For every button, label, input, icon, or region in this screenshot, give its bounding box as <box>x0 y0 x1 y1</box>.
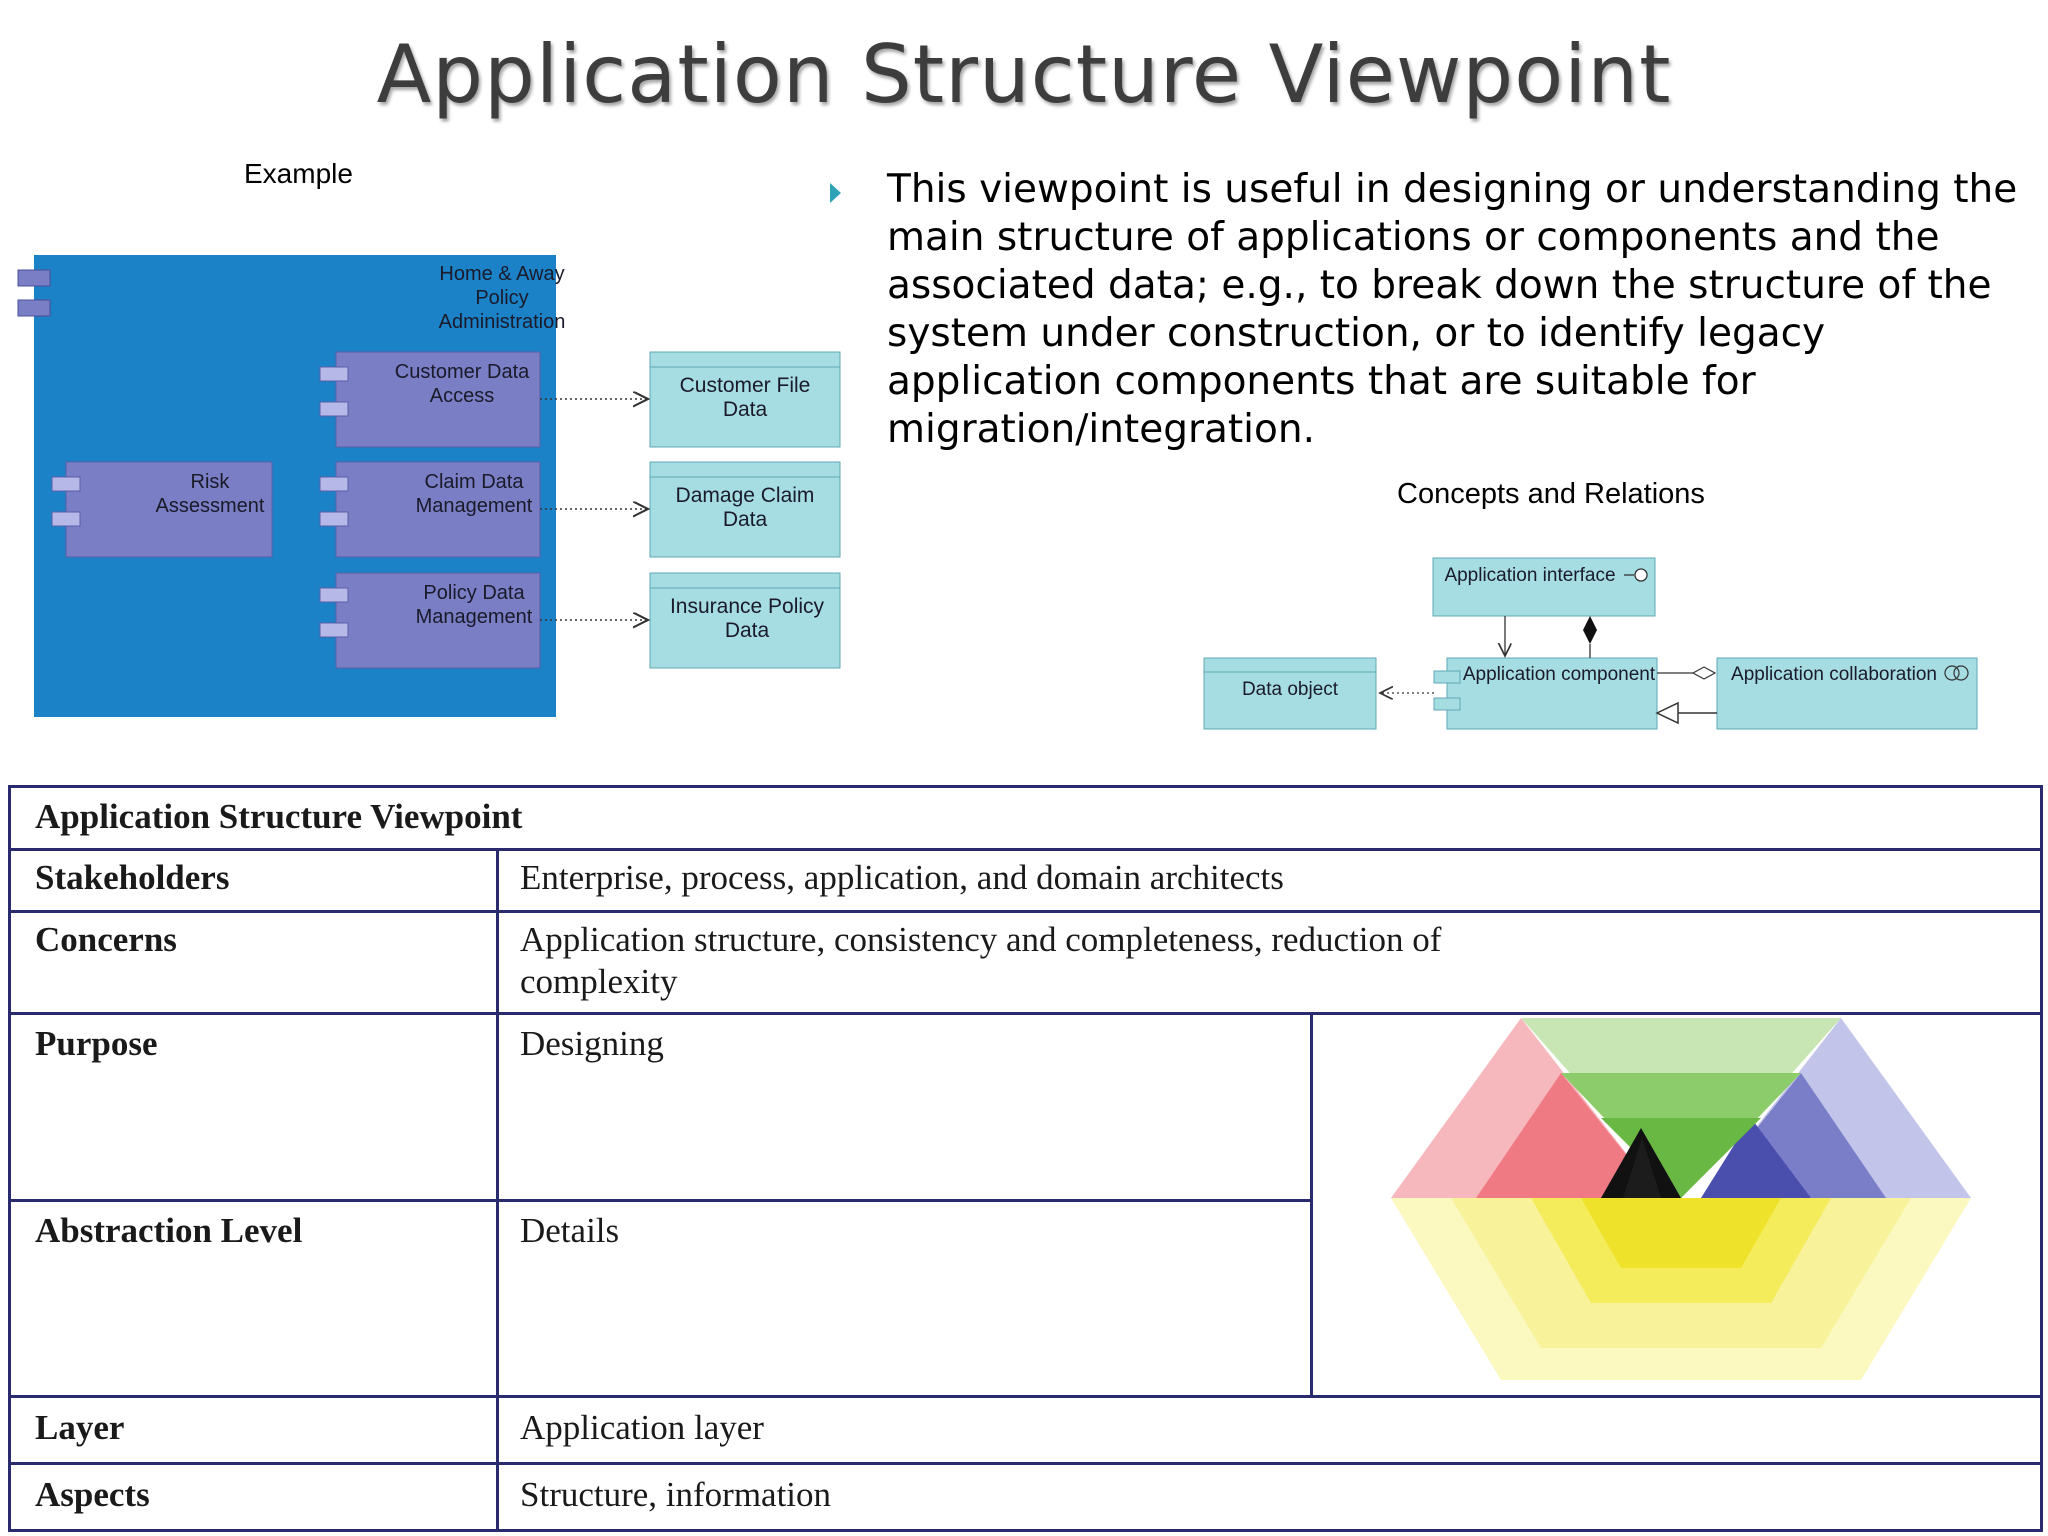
interface-circle-icon <box>1634 568 1648 582</box>
example-label: Example <box>244 158 353 189</box>
claim-data-management-component <box>335 461 541 558</box>
component-tab-icon <box>51 511 81 527</box>
abstraction-level-label: Abstraction Level <box>35 1211 303 1250</box>
concerns-value-line-1: Application structure, consistency and c… <box>520 920 1442 959</box>
concepts-label: Concepts and Relations <box>1397 478 1705 510</box>
purpose-value: Designing <box>520 1024 664 1063</box>
purpose-label: Purpose <box>35 1024 158 1063</box>
component-tab-icon <box>51 476 81 492</box>
customer-file-label-1: Customer File <box>680 374 811 397</box>
specialization-triangle-icon <box>1655 701 1679 725</box>
component-tab-icon <box>319 366 349 382</box>
example-diagram: Home & Away Policy Administration Risk A… <box>17 255 841 717</box>
component-tab-icon <box>319 476 349 492</box>
risk-assessment-component <box>65 461 273 558</box>
concepts-diagram: Application interface Application compon… <box>1203 557 1978 730</box>
viewpoint-classification-icon <box>1391 1018 1971 1380</box>
component-label: Application component <box>1463 664 1656 685</box>
container-label-2: Policy <box>475 287 528 309</box>
layer-value: Application layer <box>520 1408 764 1447</box>
collaboration-icon <box>1944 665 1960 681</box>
data-object-label: Data object <box>1242 679 1339 700</box>
risk-label-2: Assessment <box>156 495 265 517</box>
insurance-policy-data-object <box>649 572 841 669</box>
aggregation-diamond-icon <box>1691 666 1717 680</box>
application-interface-box <box>1432 557 1656 617</box>
abstraction-level-value: Details <box>520 1211 620 1250</box>
component-tab-icon <box>1433 697 1461 711</box>
component-tab-icon <box>1433 670 1461 684</box>
container-label-3: Administration <box>439 311 566 333</box>
collaboration-label: Application collaboration <box>1731 664 1937 685</box>
stakeholders-label: Stakeholders <box>35 858 230 897</box>
interface-label: Application interface <box>1444 565 1615 586</box>
damage-claim-label-2: Data <box>723 508 768 531</box>
insurance-label-2: Data <box>725 619 770 642</box>
policy-mgmt-label-1: Policy Data <box>423 582 525 604</box>
stakeholders-value: Enterprise, process, application, and do… <box>520 858 1284 897</box>
customer-access-label-1: Customer Data <box>395 361 530 383</box>
component-tab-icon <box>319 622 349 638</box>
damage-claim-label-1: Damage Claim <box>676 484 815 507</box>
concerns-value-line-2: complexity <box>520 962 678 1001</box>
policy-mgmt-label-2: Management <box>416 606 533 628</box>
concerns-label: Concerns <box>35 920 177 959</box>
application-collaboration-box <box>1716 657 1978 730</box>
bullet-text: This viewpoint is useful in designing or… <box>887 167 2018 452</box>
layer-label: Layer <box>35 1408 125 1447</box>
claim-mgmt-label-2: Management <box>416 495 533 517</box>
customer-data-access-component <box>335 351 541 448</box>
viewpoint-table: Application Structure Viewpoint Stakehol… <box>8 785 2043 1532</box>
component-tab-icon <box>319 401 349 417</box>
customer-file-label-2: Data <box>723 398 768 421</box>
component-tab-icon <box>17 269 51 287</box>
data-object-box <box>1203 657 1377 730</box>
application-component-box <box>1446 657 1658 730</box>
insurance-label-1: Insurance Policy <box>670 595 825 618</box>
component-tab-icon <box>17 299 51 317</box>
component-tab-icon <box>319 587 349 603</box>
bullet-arrow-icon <box>830 183 841 203</box>
policy-data-management-component <box>335 572 541 669</box>
container-label-1: Home & Away <box>439 263 564 285</box>
customer-file-data-object <box>649 351 841 448</box>
table-header: Application Structure Viewpoint <box>35 797 523 836</box>
aspects-value: Structure, information <box>520 1475 832 1514</box>
slide-title: Application Structure Viewpoint <box>376 28 1672 121</box>
risk-label-1: Risk <box>191 471 231 493</box>
customer-access-label-2: Access <box>430 385 494 407</box>
component-tab-icon <box>319 511 349 527</box>
composition-diamond-icon <box>1583 616 1597 644</box>
aspects-label: Aspects <box>35 1475 150 1514</box>
claim-mgmt-label-1: Claim Data <box>425 471 525 493</box>
